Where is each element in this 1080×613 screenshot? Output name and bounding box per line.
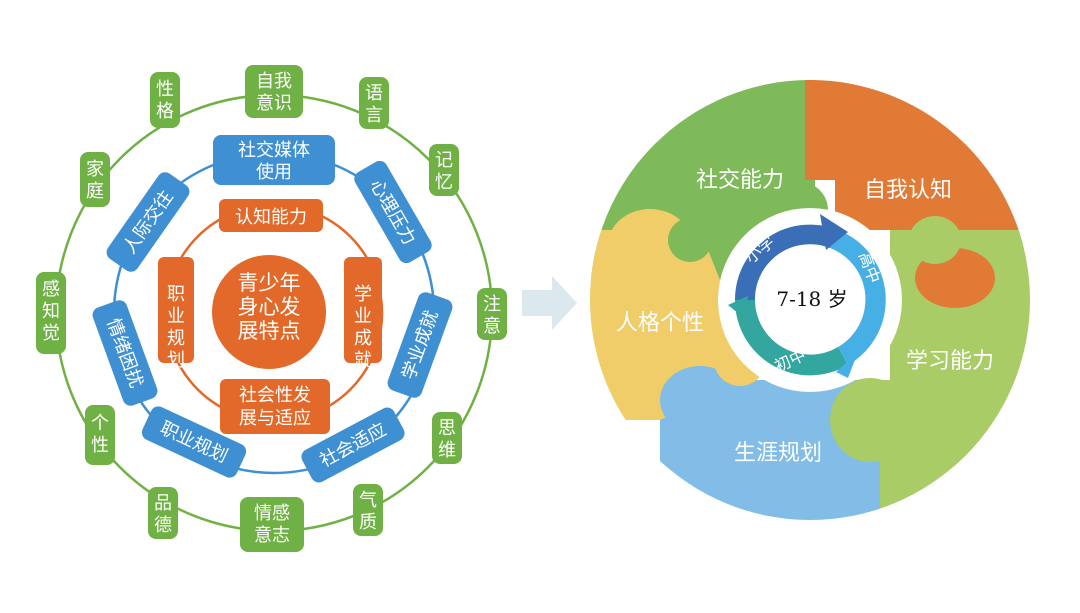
svg-text:感知觉: 感知觉 <box>42 279 60 344</box>
svg-text:学业成就: 学业成就 <box>354 284 372 371</box>
green-box-individuality: 个性 <box>85 405 115 465</box>
inner-box-cognitive: 认知能力 <box>219 199 323 232</box>
ring-segment-middle <box>734 300 848 376</box>
ring-arrow-icon <box>820 214 848 250</box>
svg-text:认知能力: 认知能力 <box>235 207 307 228</box>
svg-text:社交媒体使用: 社交媒体使用 <box>238 140 310 183</box>
green-box-temperament: 气质 <box>353 484 383 536</box>
ring-arrow-icon <box>728 296 748 318</box>
green-box-family: 家庭 <box>80 152 110 207</box>
blue-box-social-media: 社交媒体使用 <box>213 135 335 185</box>
label-social-ability: 社交能力 <box>696 168 784 193</box>
label-personality: 人格个性 <box>616 311 704 336</box>
svg-text:职业规划: 职业规划 <box>167 284 185 371</box>
label-learning-ability: 学习能力 <box>906 349 994 374</box>
svg-text:思维: 思维 <box>438 418 456 461</box>
label-career-planning: 生涯规划 <box>734 441 822 466</box>
ring-segment-primary <box>734 224 838 300</box>
blue-box-academic-achievement: 学业成就 <box>387 292 453 398</box>
right-puzzle-diagram: 小学 高中 初中 7-18 岁 社交能力 自我认知 学习能力 生涯规划 人格个性 <box>590 80 1030 520</box>
center-circle <box>212 255 326 369</box>
green-box-perception: 感知觉 <box>36 272 66 354</box>
ring-arrow-icon <box>836 352 858 378</box>
svg-text:个性: 个性 <box>91 413 109 456</box>
svg-text:家庭: 家庭 <box>86 159 104 202</box>
green-box-emotion-will: 情感意志 <box>240 497 304 552</box>
inner-box-social-adapt: 社会性发展与适应 <box>220 379 330 434</box>
svg-text:气质: 气质 <box>359 490 377 533</box>
svg-text:性格: 性格 <box>156 79 174 122</box>
inner-box-career-plan: 职业规划 <box>158 257 194 371</box>
svg-text:注意: 注意 <box>483 294 501 337</box>
green-box-personality: 性格 <box>150 72 180 128</box>
inner-box-academic: 学业成就 <box>344 257 382 371</box>
green-box-language: 语言 <box>359 77 389 129</box>
blue-box-emotional-distress: 情绪困扰 <box>92 300 158 406</box>
right-arrow-icon <box>522 276 577 330</box>
svg-text:品德: 品德 <box>154 493 172 536</box>
green-box-attention: 注意 <box>477 288 507 340</box>
svg-text:自我意识: 自我意识 <box>256 71 292 114</box>
green-box-thinking: 思维 <box>432 412 462 464</box>
left-development-diagram: 青少年身心发展特点 认知能力 学业成就 社会性发展与适应 职业规划 社交媒体使用… <box>36 65 507 552</box>
green-box-self-awareness: 自我意识 <box>245 65 303 118</box>
svg-text:社会性发展与适应: 社会性发展与适应 <box>239 385 311 429</box>
green-box-morality: 品德 <box>148 487 178 539</box>
center-label: 青少年身心发展特点 <box>238 271 301 343</box>
ring-segment-high <box>830 230 886 365</box>
blue-box-psych-pressure: 心理压力 <box>354 160 432 264</box>
green-box-memory: 记忆 <box>429 144 459 196</box>
label-self-cognition: 自我认知 <box>864 178 952 203</box>
svg-text:记忆: 记忆 <box>435 150 453 193</box>
svg-text:语言: 语言 <box>365 83 383 126</box>
svg-text:情感意志: 情感意志 <box>254 503 290 546</box>
age-range-label: 7-18 岁 <box>776 287 847 311</box>
